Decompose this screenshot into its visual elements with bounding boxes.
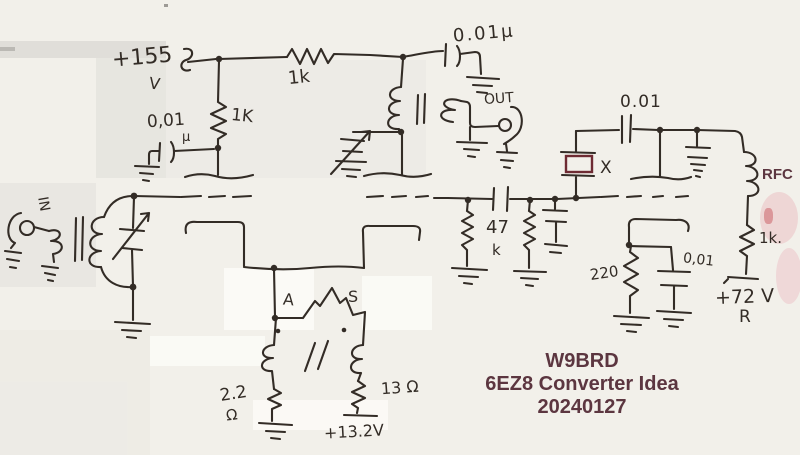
title-block: W9BRD 6EZ8 Converter Idea 20240127 — [462, 350, 702, 419]
osc-plate-resistor — [722, 223, 760, 285]
plate-resistor-vertical — [209, 59, 228, 177]
osc-cathode-resistor-label: 220 — [588, 262, 620, 284]
b-plus-rail — [180, 47, 407, 72]
heater-resistor-right — [342, 379, 379, 418]
osc-feedback-line — [574, 113, 746, 154]
pin-s-label: S — [348, 287, 359, 306]
input-jack — [3, 211, 51, 270]
grid-network — [446, 185, 602, 213]
output-jack — [495, 105, 523, 170]
cap-001-left-unit: µ — [182, 130, 191, 145]
cathode-resistor-220 — [612, 241, 673, 334]
osc-plate-resistor-label: 1k. — [759, 229, 782, 247]
supply-72-label: +72 V — [714, 284, 775, 310]
grid-resistor-unit: k — [492, 241, 501, 259]
crystal-label: X — [600, 158, 612, 178]
heater-resistor-left — [257, 387, 294, 441]
in-port-label: IN — [34, 195, 53, 213]
heater-resistor-left-unit: Ω — [224, 405, 239, 425]
pin-a-label: A — [282, 289, 295, 310]
plate-bypass-cap — [133, 140, 216, 183]
heater-resistor-left-label: 2.2 — [218, 382, 249, 406]
input-transformer — [40, 192, 138, 291]
heater-resistor-right-label: 13 Ω — [380, 376, 420, 399]
osc-feed-resistor-label: 1k — [286, 65, 311, 90]
osc-tank-coil — [387, 57, 427, 136]
title-project: 6EZ8 Converter Idea — [485, 373, 679, 395]
output-coupling-cap — [401, 42, 501, 95]
triode2-symbol — [361, 133, 450, 270]
supply-72-tag: R — [739, 307, 751, 327]
grid-resistor-2 — [512, 198, 548, 288]
supply-155-label: +155 — [110, 42, 174, 73]
input-tuning-capacitor — [111, 195, 152, 340]
title-callsign: W9BRD — [545, 350, 619, 372]
supply-heater-label: +13.2V — [323, 420, 385, 443]
grid-resistor-label: 47 — [486, 217, 509, 238]
grid-shunt-cap — [541, 197, 569, 255]
heater-filament — [272, 286, 367, 347]
osc-coupling-cap-label: 0.01 — [620, 92, 662, 112]
title-date: 20240127 — [537, 396, 627, 418]
cathode-bypass-cap — [655, 245, 693, 329]
out-port-label: OUT — [483, 89, 515, 109]
grid-resistor-47k — [450, 198, 489, 286]
osc-trimmer-cap — [329, 129, 402, 179]
triode1-symbol — [179, 173, 255, 268]
osc-cathode-cap-label: 0,01 — [682, 250, 716, 270]
osc-output-transformer — [440, 98, 500, 159]
grid-wire-left — [132, 194, 182, 199]
plate-resistor-label: 1K — [230, 104, 255, 128]
plate-shunt-cap — [684, 129, 712, 179]
cap-001-left-label: 0,01 — [146, 109, 186, 133]
supply-155-unit: V — [147, 73, 162, 94]
bifilar-choke — [260, 327, 365, 391]
crystal — [559, 129, 597, 200]
triode3-symbol — [599, 129, 693, 245]
cathode-bus — [242, 264, 366, 322]
rfc-choke — [742, 150, 760, 227]
rfc-label: RFC — [762, 166, 793, 183]
